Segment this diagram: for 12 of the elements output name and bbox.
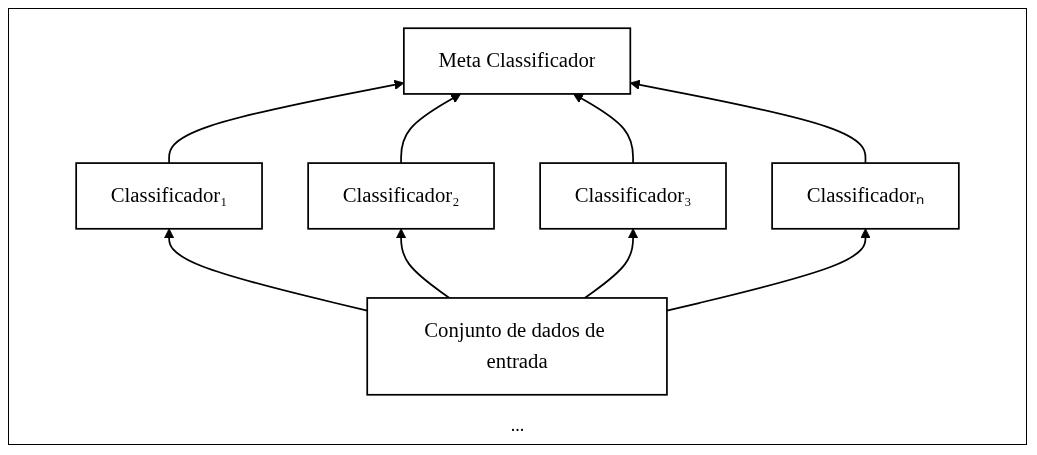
arrow bbox=[400, 93, 462, 164]
node-box: Meta Classificador bbox=[402, 27, 632, 95]
arrow bbox=[396, 228, 451, 299]
arrow bbox=[666, 228, 871, 312]
arrow bbox=[583, 228, 639, 299]
node-box: Classificador₃ bbox=[539, 162, 727, 230]
node-box: Classificadorₙ bbox=[771, 162, 960, 230]
arrow bbox=[573, 93, 634, 164]
node-box: Conjunto de dados de entrada bbox=[366, 297, 668, 396]
node-box: Classificador₁ bbox=[75, 162, 263, 230]
ellipsis-text: ... bbox=[510, 415, 525, 435]
node-box: Classificador₂ bbox=[307, 162, 495, 230]
